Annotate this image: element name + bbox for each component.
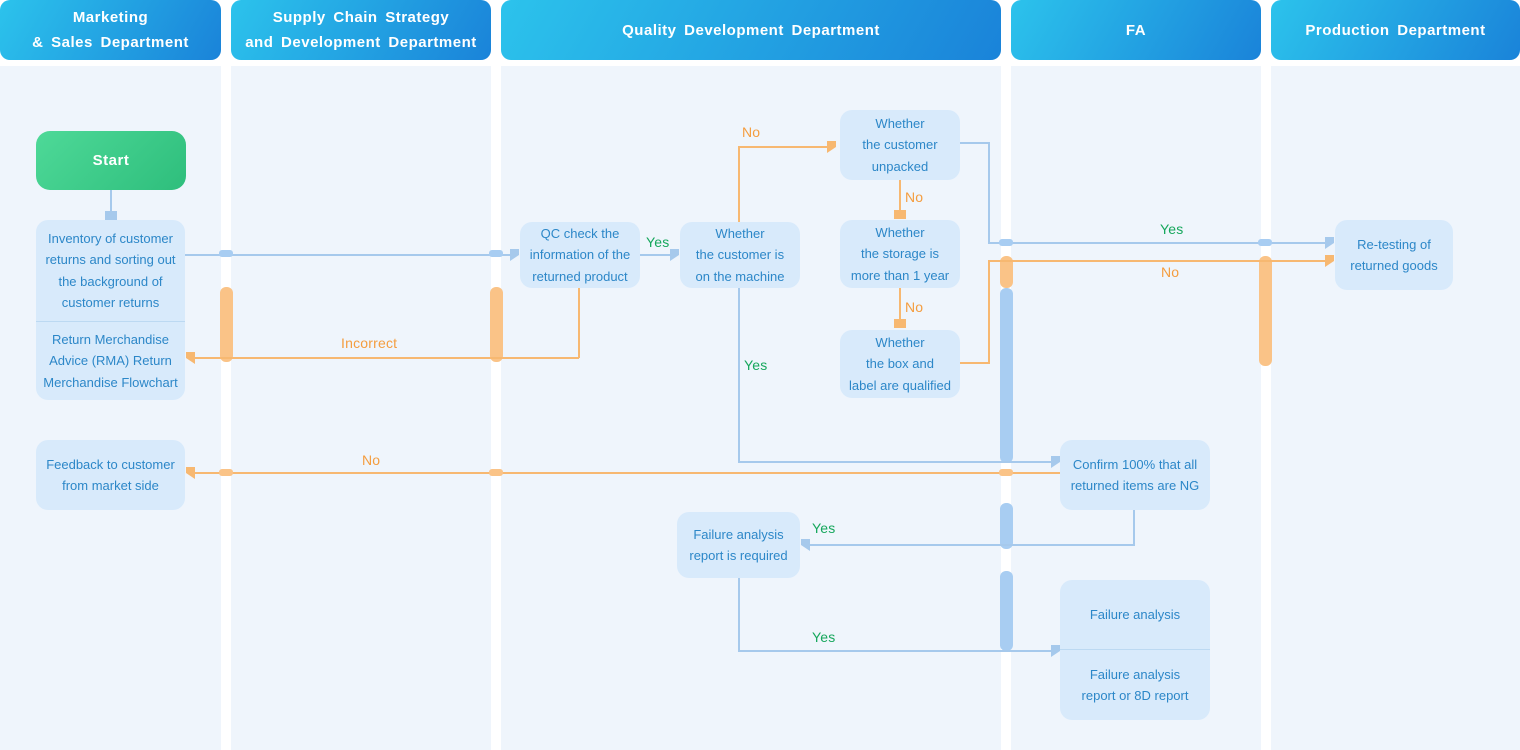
gap-cap-orange [999,469,1013,476]
node-inventory-label: Inventory of customer returns and sortin… [45,230,176,311]
lane-header-marketing-sales: Marketing & Sales Department [0,0,221,60]
node-retest-label: Re-testing of returned goods [1350,236,1438,274]
edge-label-yes-confirm-to-fareport: Yes [812,520,836,536]
node-failure-report-8d-label: Failure analysis report or 8D report [1081,666,1189,704]
edge-start-to-inventory [110,190,112,212]
arrow-right-icon [1325,255,1334,267]
edge-label-incorrect-qc-to-rma: Incorrect [341,335,398,351]
lane-header-quality-development: Quality Development Department [501,0,1001,60]
node-failure-analysis-group[interactable]: Failure analysis Failure analysis report… [1060,580,1210,720]
node-feedback-label: Feedback to customer from market side [46,456,175,494]
edge-label-no-confirm-to-feedback: No [362,452,381,468]
node-box-label-label: Whether the box and label are qualified [849,334,951,393]
arrow-right-icon [1051,456,1060,468]
node-rma-label: Return Merchandise Advice (RMA) Return M… [43,331,178,390]
arrow-left-icon [186,352,195,364]
gap-bar-orange-3 [1000,256,1013,288]
node-on-machine-label: Whether the customer is on the machine [695,225,785,284]
node-storage[interactable]: Whether the storage is more than 1 year [840,220,960,288]
edge-fareport-to-fa-v [738,578,740,650]
arrow-right-icon [1325,237,1334,249]
edge-machine-to-confirm-v [738,288,740,462]
edge-unpacked-to-storage [899,180,901,211]
gap-cap-orange [489,469,503,476]
arrow-right-icon [510,249,519,261]
arrow-right-icon [1051,645,1060,657]
node-fa-report-required[interactable]: Failure analysis report is required [677,512,800,578]
arrow-left-icon [801,539,810,551]
arrow-down-icon [894,319,906,328]
node-qc-check[interactable]: QC check the information of the returned… [520,222,640,288]
gap-bar-orange-1 [220,287,233,362]
arrow-left-icon [186,467,195,479]
gap-bar-blue-3 [1000,571,1013,651]
lane-supply-chain [231,66,491,750]
edge-confirm-to-feedback [195,472,1060,474]
node-unpacked[interactable]: Whether the customer unpacked [840,110,960,180]
edge-inventory-to-qc [185,254,511,256]
node-confirm-ng[interactable]: Confirm 100% that all returned items are… [1060,440,1210,510]
edge-label-no-unpacked-to-storage: No [905,189,924,205]
node-storage-label: Whether the storage is more than 1 year [850,224,950,283]
node-confirm-ng-label: Confirm 100% that all returned items are… [1070,456,1200,494]
lane-production [1271,66,1520,750]
edge-machine-to-confirm-h [738,461,1052,463]
arrow-down-icon [894,210,906,219]
gap-bar-blue-2 [1000,503,1013,549]
arrow-right-icon [670,249,679,261]
edge-label-yes-unpacked-to-retest: Yes [1160,221,1184,237]
gap-cap-blue [219,250,233,257]
edge-confirm-to-fareport-h [810,544,1135,546]
arrow-right-icon [827,141,836,153]
gap-cap-blue [1258,239,1272,246]
gap-cap-orange [219,469,233,476]
gap-cap-blue [999,239,1013,246]
gap-bar-orange-2 [490,287,503,362]
node-failure-analysis-label: Failure analysis [1089,606,1181,622]
edge-fareport-to-fa-h [738,650,1052,652]
edge-label-no-machine-to-unpacked: No [742,124,761,140]
edge-qc-to-rma-v [578,288,580,358]
edge-unpacked-to-retest-h1 [960,142,990,144]
lane-header-production: Production Department [1271,0,1520,60]
edge-machine-to-unpacked-h [738,146,828,148]
edge-boxlabel-to-retest-v [988,260,990,363]
edge-machine-to-unpacked-v [738,146,740,222]
node-on-machine[interactable]: Whether the customer is on the machine [680,222,800,288]
node-box-label[interactable]: Whether the box and label are qualified [840,330,960,398]
arrow-down-icon [105,211,117,220]
lane-header-fa: FA [1011,0,1261,60]
edge-storage-to-boxlabel [899,288,901,320]
edge-label-no-boxlabel-to-retest: No [1161,264,1180,280]
gap-cap-blue [489,250,503,257]
edge-unpacked-to-retest-h2 [988,242,1326,244]
node-unpacked-label: Whether the customer unpacked [862,115,938,174]
edge-label-no-storage-to-boxlabel: No [905,299,924,315]
node-fa-report-required-label: Failure analysis report is required [689,526,788,564]
gap-bar-orange-4 [1259,256,1272,366]
edge-qc-to-machine [640,254,671,256]
gap-bar-blue-1 [1000,288,1013,463]
node-inventory-rma[interactable]: Inventory of customer returns and sortin… [36,220,185,400]
edge-boxlabel-to-retest-h2 [988,260,1326,262]
node-feedback[interactable]: Feedback to customer from market side [36,440,185,510]
edge-confirm-to-fareport-v [1133,510,1135,544]
edge-label-yes-machine-to-confirm: Yes [744,357,768,373]
edge-unpacked-to-retest-v [988,142,990,243]
edge-label-yes-fareport-to-fa: Yes [812,629,836,645]
node-start[interactable]: Start [36,131,186,190]
node-retest[interactable]: Re-testing of returned goods [1335,220,1453,290]
edge-label-yes-qc-to-machine: Yes [646,234,670,250]
node-qc-check-label: QC check the information of the returned… [529,225,631,284]
edge-boxlabel-to-retest-h1 [960,362,990,364]
edge-qc-to-rma-h [195,357,579,359]
lane-quality-development [501,66,1001,750]
lane-header-supply-chain: Supply Chain Strategy and Development De… [231,0,491,60]
